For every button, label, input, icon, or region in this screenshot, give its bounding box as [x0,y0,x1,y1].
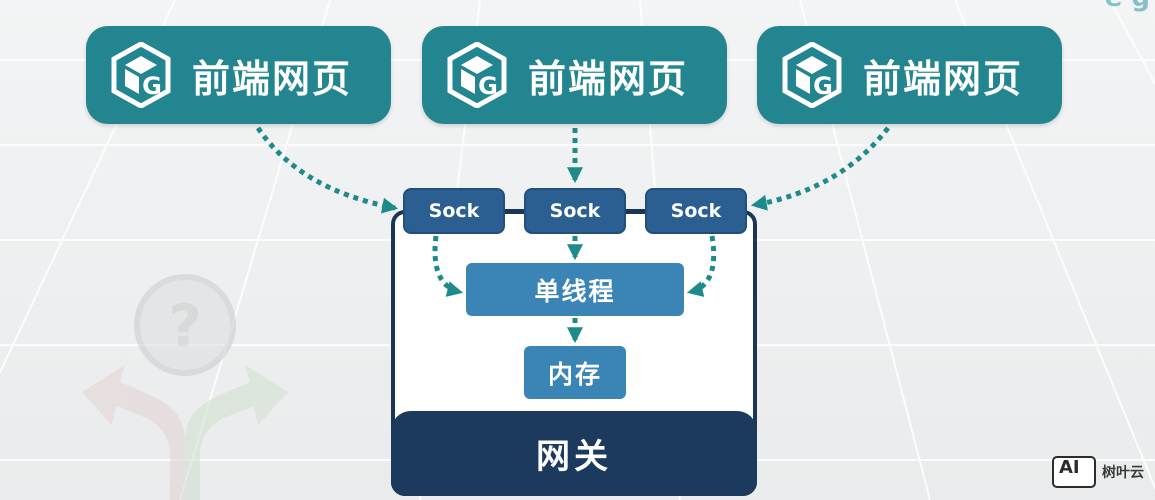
watermark: AI 树叶云 [1052,456,1144,488]
frontend-page-node-1: G 前端网页 [86,26,391,124]
arrow-sock3-to-thread [686,235,717,297]
svg-text:G: G [813,72,833,100]
arrow-page1-to-sock1 [255,126,399,214]
hexagon-cube-g-logo-icon: G [782,42,842,108]
hexagon-cube-g-logo-icon: G [111,42,171,108]
frontend-page-node-3: G 前端网页 [757,26,1062,124]
gateway-bar: 网关 [391,411,757,496]
frontend-page-label: 前端网页 [528,56,689,101]
question-crossroads-icon: ? [82,274,288,500]
arrow-sock1-to-thread [432,235,464,297]
ai-badge-icon: AI [1052,456,1096,488]
svg-text:e g: e g [1105,0,1150,13]
arrow-page3-to-sock3 [750,126,890,211]
sock-node-2: Sock [524,188,626,234]
single-thread-label: 单线程 [534,276,616,306]
memory-node: 内存 [524,346,626,399]
svg-text:G: G [478,72,498,100]
gateway-label: 网关 [536,437,612,477]
ai-badge-text: AI [1059,457,1080,478]
sock-label: Sock [670,200,722,222]
memory-label: 内存 [547,359,602,389]
sock-label: Sock [428,200,480,222]
frontend-page-label: 前端网页 [192,56,353,101]
svg-text:G: G [142,72,162,100]
watermark-text: 树叶云 [1102,465,1144,481]
sock-node-1: Sock [403,188,505,234]
frontend-page-node-2: G 前端网页 [422,26,727,124]
hexagon-cube-g-logo-icon: G [447,42,507,108]
single-thread-node: 单线程 [466,263,684,316]
sock-node-3: Sock [645,188,747,234]
sock-label: Sock [549,200,601,222]
frontend-page-label: 前端网页 [863,56,1024,101]
svg-text:?: ? [168,292,202,360]
